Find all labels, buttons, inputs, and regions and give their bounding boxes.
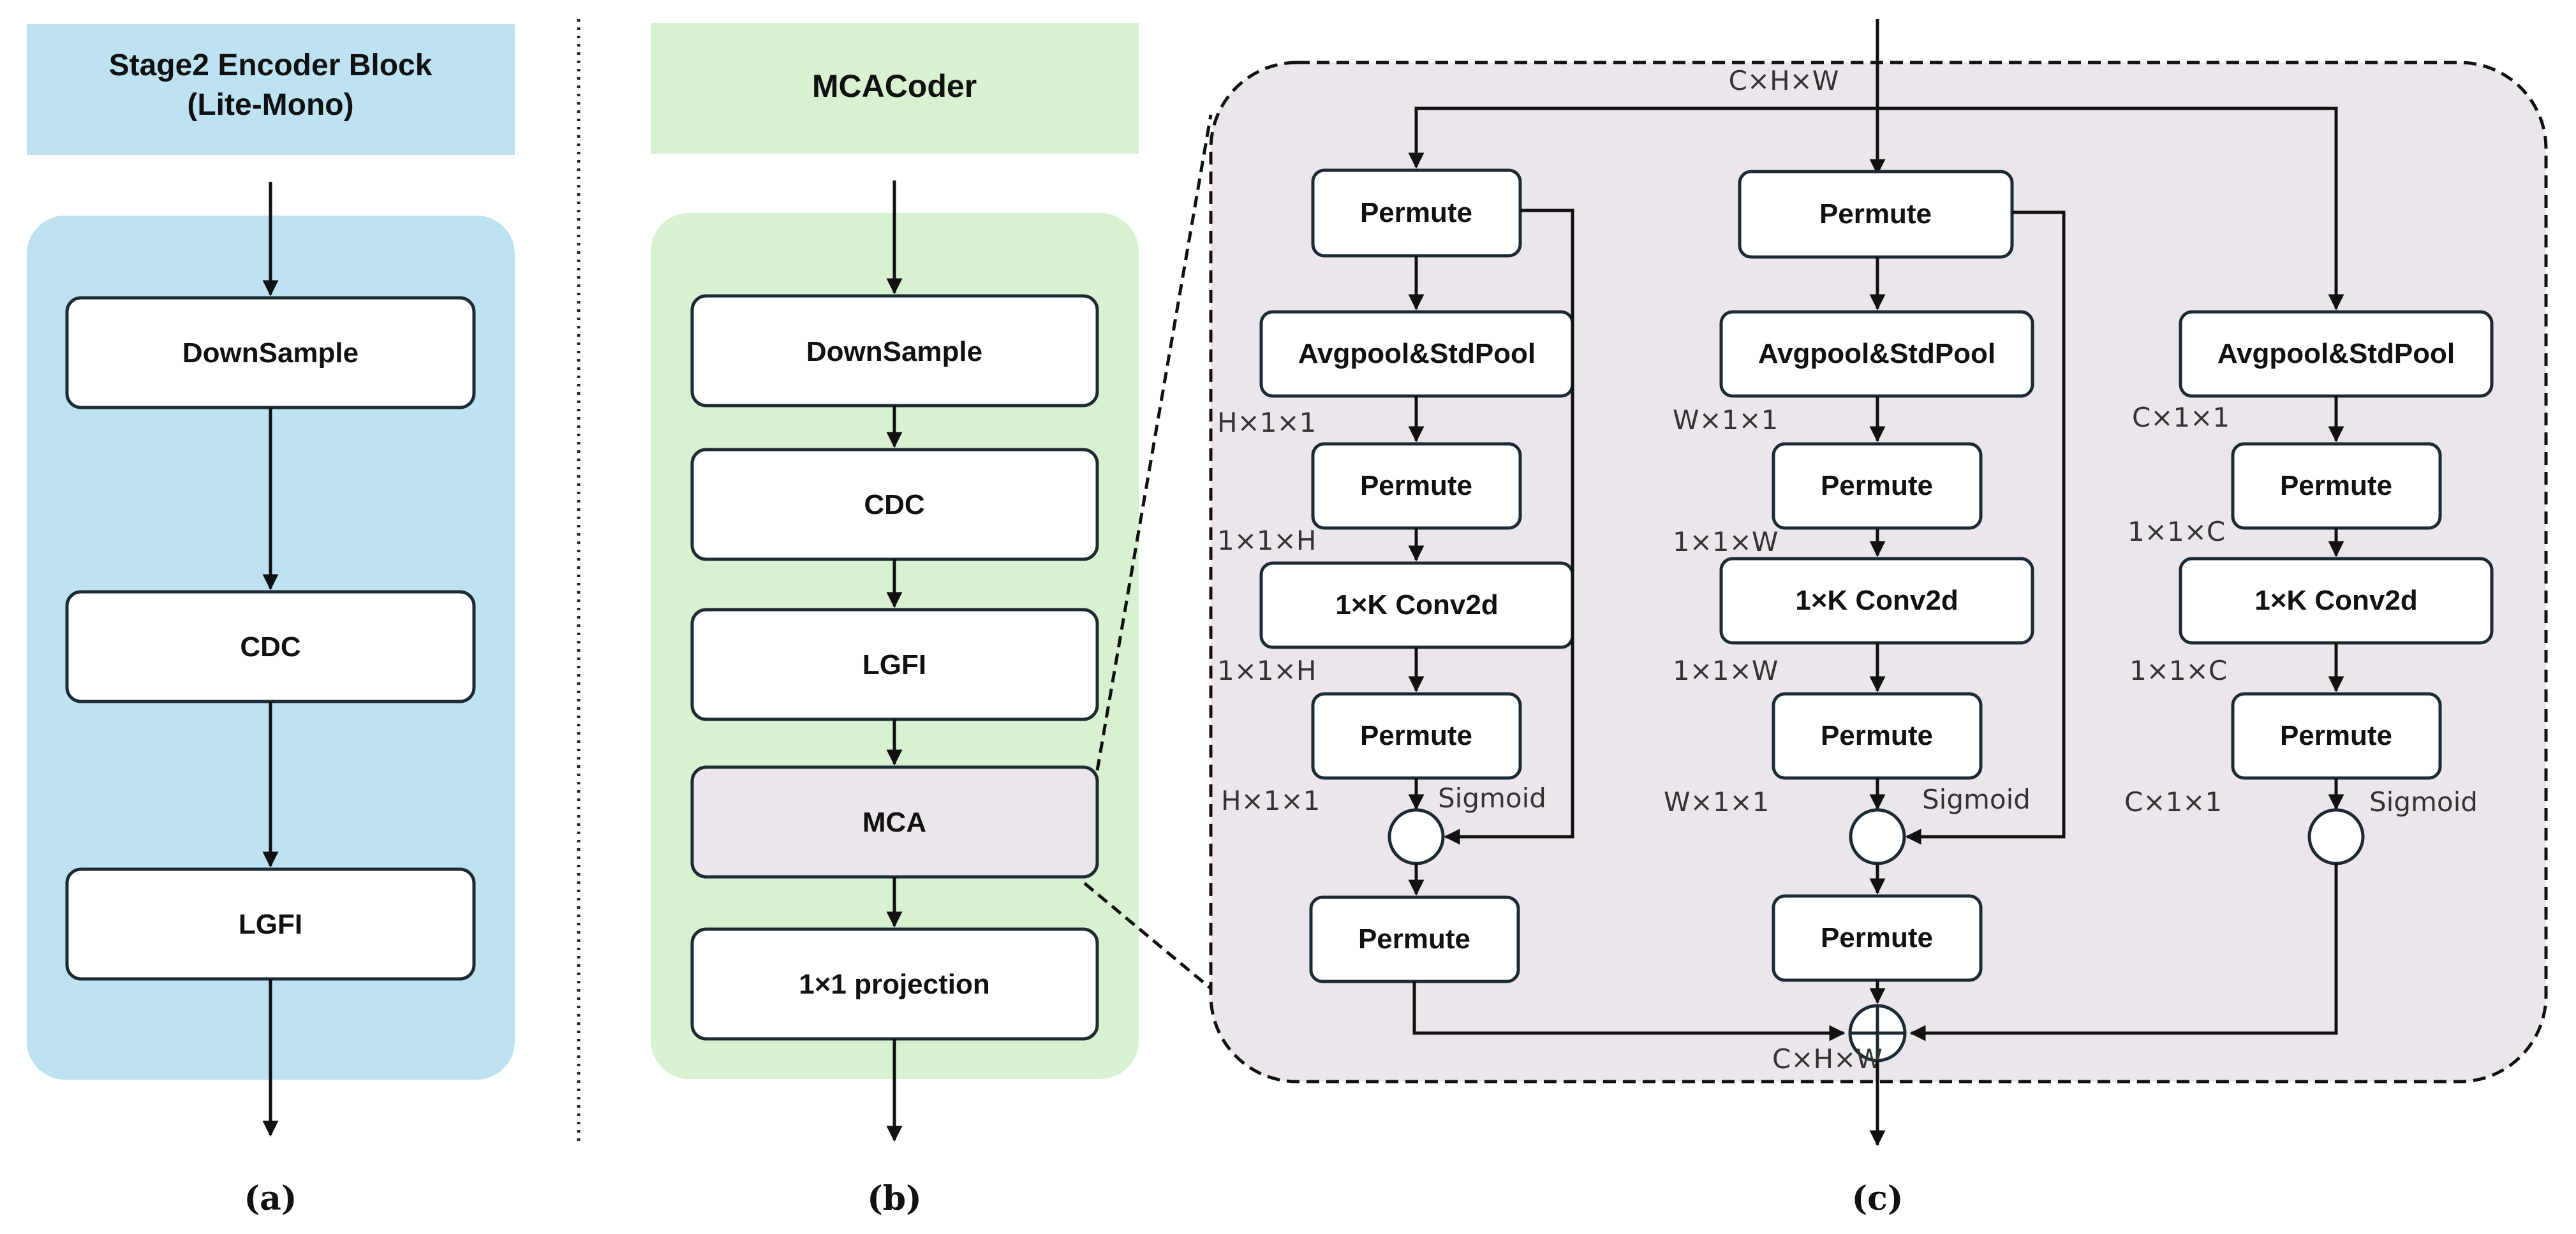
left-dim-2: 1×1×H: [1217, 525, 1316, 556]
right-dim-4: C×1×1: [2124, 786, 2222, 818]
mid-permute-2-label: Permute: [1821, 470, 1933, 501]
left-dim-3: 1×1×H: [1217, 655, 1316, 686]
left-dim-1: H×1×1: [1217, 407, 1316, 438]
right-dim-3: 1×1×C: [2129, 655, 2227, 686]
panel-b-caption: (b): [867, 1179, 922, 1218]
right-dim-2: 1×1×C: [2128, 516, 2225, 547]
left-skip-line: [1444, 209, 1574, 845]
right-dim-1: C×1×1: [2132, 402, 2230, 433]
panel-b-label-mca: MCA: [862, 807, 926, 838]
right-conv-label: 1×K Conv2d: [2254, 585, 2418, 616]
left-permute-2-label: Permute: [1360, 470, 1472, 501]
right-permute-2-label: Permute: [2280, 470, 2392, 501]
zoom-line-top: [1095, 114, 1213, 771]
panel-b-label-cdc: CDC: [864, 489, 924, 520]
mid-permute-out-label: Permute: [1821, 922, 1933, 953]
panel-b-label-projection: 1×1 projection: [799, 969, 990, 1000]
panel-a-label-cdc: CDC: [240, 631, 300, 663]
panel-a: Stage2 Encoder Block (Lite-Mono) DownSam…: [27, 24, 515, 1218]
panel-a-label-lgfi: LGFI: [239, 909, 302, 940]
left-pool-label: Avgpool&StdPool: [1298, 338, 1536, 369]
mid-pool-label: Avgpool&StdPool: [1758, 338, 1995, 369]
left-permute-3-label: Permute: [1360, 720, 1472, 751]
right-to-sum-line: [1909, 863, 2338, 1041]
panel-b-header: [651, 23, 1139, 154]
left-permute-out-label: Permute: [1358, 923, 1470, 955]
panel-a-caption: (a): [244, 1179, 297, 1218]
left-to-sum-line: [1412, 981, 1846, 1041]
left-sigmoid-label: Sigmoid: [1438, 782, 1546, 814]
mid-dim-2: 1×1×W: [1673, 526, 1778, 557]
mid-permute-top-label: Permute: [1819, 198, 1932, 230]
zoom-line-bottom: [1083, 882, 1212, 990]
left-permute-top-label: Permute: [1360, 197, 1472, 228]
mid-conv-label: 1×K Conv2d: [1795, 585, 1958, 616]
mid-dim-1: W×1×1: [1673, 404, 1778, 436]
panel-c-caption: (c): [1852, 1179, 1904, 1218]
mid-multiply-node: [1849, 808, 1906, 865]
panel-a-subtitle: (Lite-Mono): [187, 88, 353, 122]
panel-a-title: Stage2 Encoder Block: [109, 48, 433, 82]
mid-sigmoid-label: Sigmoid: [1922, 784, 2031, 815]
right-permute-3-label: Permute: [2280, 720, 2392, 751]
mid-dim-4: W×1×1: [1664, 786, 1769, 818]
panel-c-output-dim: C×H×W: [1772, 1043, 1883, 1075]
left-conv-label: 1×K Conv2d: [1335, 589, 1499, 621]
panel-a-header: [27, 24, 515, 155]
panel-a-label-downsample: DownSample: [182, 337, 359, 369]
right-sigmoid-node: [2307, 808, 2365, 865]
mid-skip-line: [1905, 210, 2066, 845]
right-pool-label: Avgpool&StdPool: [2217, 338, 2455, 369]
right-sigmoid-label: Sigmoid: [2369, 786, 2478, 818]
panel-b: MCACoder DownSample CDC LGFI MCA 1×1 pro…: [651, 23, 1139, 1218]
panel-c-split-right: [1877, 107, 2344, 311]
left-multiply-node: [1388, 808, 1445, 865]
panel-c-split-left: [1408, 107, 1877, 169]
panel-b-title: MCACoder: [812, 68, 977, 104]
panel-b-label-downsample: DownSample: [806, 336, 982, 367]
panel-c: C×H×W Permute Avgpool&StdPool H×1×1 Perm…: [1209, 19, 2548, 1218]
panel-c-input-dim: C×H×W: [1729, 65, 1839, 96]
panel-b-label-lgfi: LGFI: [862, 649, 926, 680]
left-dim-4: H×1×1: [1221, 785, 1320, 816]
mid-permute-3-label: Permute: [1821, 720, 1933, 751]
mid-dim-3: 1×1×W: [1673, 655, 1778, 686]
